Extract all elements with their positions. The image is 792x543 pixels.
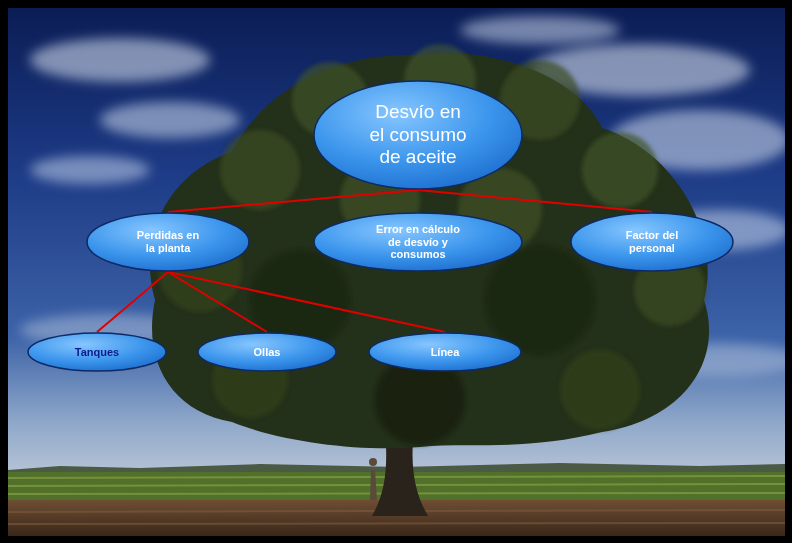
connector-line (97, 272, 168, 332)
leaf-cluster (485, 245, 595, 355)
ellipse-shape (369, 333, 521, 371)
node-label: Desvío en el consumo de aceite (368, 101, 468, 168)
ellipse-node: Desvío en el consumo de aceite (313, 80, 523, 190)
ellipse-node: Error en cálculo de desvío y consumos (313, 212, 523, 272)
ellipse-shape (28, 333, 166, 371)
person (369, 458, 377, 500)
ellipse-shape (314, 213, 522, 271)
connector-line (418, 190, 652, 212)
ellipse-node: Tanques (27, 332, 167, 372)
ellipse-node: Ollas (197, 332, 337, 372)
connector-line (168, 272, 445, 332)
node-label-group: Desvío en el consumo de aceite (368, 101, 468, 168)
ellipse-shape (571, 213, 733, 271)
ellipse-shape (314, 81, 522, 189)
ellipse-node: Factor del personal (570, 212, 734, 272)
sky (8, 8, 785, 478)
node-label-group: Perdidas en la planta (132, 229, 204, 255)
node-label-group: Error en cálculo de desvío y consumos (370, 223, 466, 262)
leaf-cluster (560, 350, 640, 430)
node-label-group: Ollas (222, 346, 312, 359)
ellipse-shape (87, 213, 249, 271)
node-label: Error en cálculo de desvío y consumos (370, 223, 466, 262)
node-label-group: Línea (400, 346, 490, 359)
node-label: Factor del personal (620, 229, 684, 255)
cloud (30, 156, 150, 184)
node-label: Tanques (52, 346, 142, 359)
node-label: Ollas (222, 346, 312, 359)
node-label-group: Factor del personal (620, 229, 684, 255)
ellipse-node: Línea (368, 332, 522, 372)
connector-line (168, 190, 418, 212)
cloud (100, 102, 240, 138)
cloud (460, 16, 620, 44)
connector-line (168, 272, 267, 332)
leaf-cluster (220, 130, 300, 210)
ellipse-node: Perdidas en la planta (86, 212, 250, 272)
photo (8, 8, 785, 536)
node-label: Línea (400, 346, 490, 359)
leaf-cluster (582, 132, 658, 208)
cloud (30, 38, 210, 82)
node-label: Perdidas en la planta (132, 229, 204, 255)
node-label-group: Tanques (52, 346, 142, 359)
ellipse-shape (198, 333, 336, 371)
